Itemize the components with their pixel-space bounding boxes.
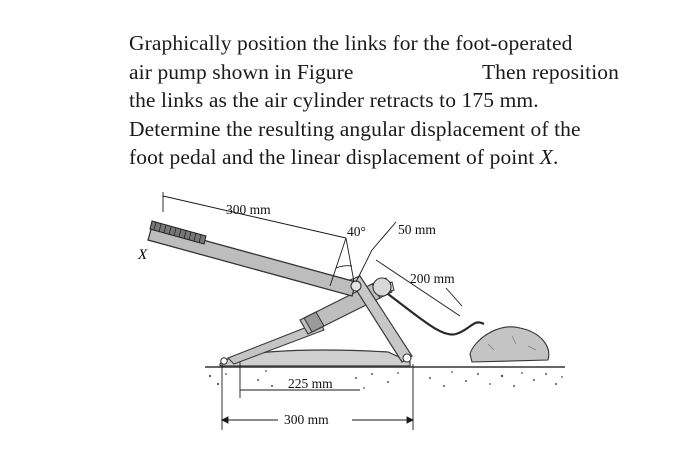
dim-base	[220, 362, 415, 430]
dim-angle	[329, 237, 355, 287]
rock	[469, 326, 550, 363]
problem-line-4: Determine the resulting angular displace…	[129, 116, 581, 141]
dim-angle-label: 40°	[347, 224, 366, 239]
dim-cylinder	[375, 259, 463, 317]
problem-line-1: Graphically position the links for the f…	[129, 29, 619, 58]
ground-pivot	[402, 353, 412, 363]
problem-statement: Graphically position the links for the f…	[129, 29, 619, 172]
rocker-link	[349, 275, 413, 363]
dim-base-long-label: 300 mm	[284, 412, 329, 427]
foot-pedal	[147, 220, 357, 297]
dim-offset-label: 50 mm	[398, 222, 436, 237]
problem-line-1-text: Graphically position the links for the f…	[129, 31, 573, 55]
dim-base-short-label: 225 mm	[288, 376, 333, 391]
base-left-pin	[220, 357, 228, 365]
lower-link	[227, 321, 325, 365]
problem-line-5: foot pedal and the linear displacement o…	[129, 143, 619, 172]
dim-pedal-label: 300 mm	[226, 202, 271, 217]
air-hose	[387, 293, 485, 336]
point-x-label: X	[137, 247, 148, 263]
dim-pedal	[162, 192, 347, 239]
problem-line-2: air pump shown in Figure Then reposition	[129, 58, 619, 87]
valve-knob	[372, 277, 392, 297]
problem-line-5-text: foot pedal and the linear displacement o…	[129, 145, 535, 170]
problem-line-2-left: air pump shown in Figure	[129, 59, 354, 84]
problem-line-5-end: .	[553, 145, 559, 170]
problem-line-2-right: Then reposition	[481, 59, 619, 84]
ground	[205, 366, 565, 389]
dim-offset	[355, 221, 397, 283]
pedal-pivot	[350, 280, 362, 292]
point-x-ref: X	[539, 145, 554, 170]
problem-line-3: the links as the air cylinder retracts t…	[129, 88, 539, 113]
dim-cylinder-label: 200 mm	[410, 271, 455, 286]
